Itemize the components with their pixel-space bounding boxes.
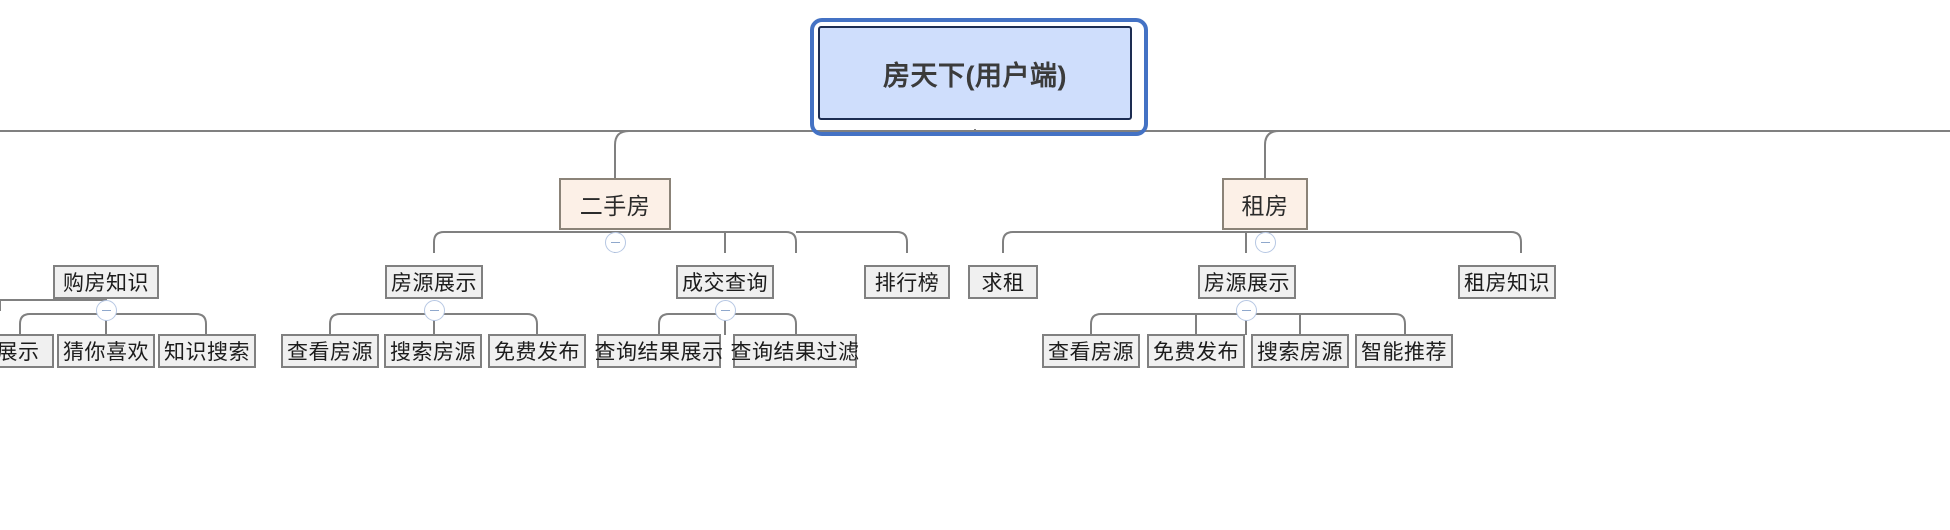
node-zhanshi[interactable]: 展示 <box>0 334 54 368</box>
root-selection-outline <box>810 18 1148 136</box>
node-fangyuanzhanshi-zufang[interactable]: 房源展示 <box>1198 265 1296 299</box>
collapse-toggle-chengjiaochaxun[interactable] <box>715 300 736 321</box>
node-chakanfangyuan-ershou[interactable]: 查看房源 <box>281 334 379 368</box>
collapse-toggle-fangyuanzhanshi-ershou[interactable] <box>424 300 445 321</box>
node-chengjiaochaxun[interactable]: 成交查询 <box>676 265 774 299</box>
node-root[interactable]: 房天下(用户端) <box>818 26 1132 120</box>
node-qiuzu[interactable]: 求租 <box>968 265 1038 299</box>
node-sousuofangyuan-zufang[interactable]: 搜索房源 <box>1251 334 1349 368</box>
collapse-toggle-ershoufang[interactable] <box>605 232 626 253</box>
node-goufangzhishi[interactable]: 购房知识 <box>53 265 159 299</box>
minus-icon <box>1261 241 1270 244</box>
node-zufang[interactable]: 租房 <box>1222 178 1308 230</box>
node-chaxunjieguozhanshi[interactable]: 查询结果展示 <box>595 334 723 368</box>
node-ershoufang[interactable]: 二手房 <box>559 178 671 230</box>
node-zhishisousuo[interactable]: 知识搜索 <box>158 334 256 368</box>
node-mianfeifabu-ershou[interactable]: 免费发布 <box>488 334 586 368</box>
collapse-toggle-goufangzhishi[interactable] <box>96 300 117 321</box>
node-mianfeifabu-zufang[interactable]: 免费发布 <box>1147 334 1245 368</box>
minus-icon <box>430 309 439 312</box>
node-cainixihuan[interactable]: 猜你喜欢 <box>57 334 155 368</box>
node-chakanfangyuan-zufang[interactable]: 查看房源 <box>1042 334 1140 368</box>
node-paihangbang[interactable]: 排行榜 <box>864 265 950 299</box>
node-zhinengtuijian[interactable]: 智能推荐 <box>1355 334 1453 368</box>
node-chaxunjieguoguolv[interactable]: 查询结果过滤 <box>731 334 859 368</box>
node-sousuofangyuan-ershou[interactable]: 搜索房源 <box>384 334 482 368</box>
minus-icon <box>102 309 111 312</box>
minus-icon <box>1242 309 1251 312</box>
collapse-toggle-zufang[interactable] <box>1255 232 1276 253</box>
node-fangyuanzhanshi-ershou[interactable]: 房源展示 <box>385 265 483 299</box>
minus-icon <box>721 309 730 312</box>
collapse-toggle-fangyuanzhanshi-zufang[interactable] <box>1236 300 1257 321</box>
minus-icon <box>611 241 620 244</box>
node-zufangzhishi[interactable]: 租房知识 <box>1458 265 1556 299</box>
